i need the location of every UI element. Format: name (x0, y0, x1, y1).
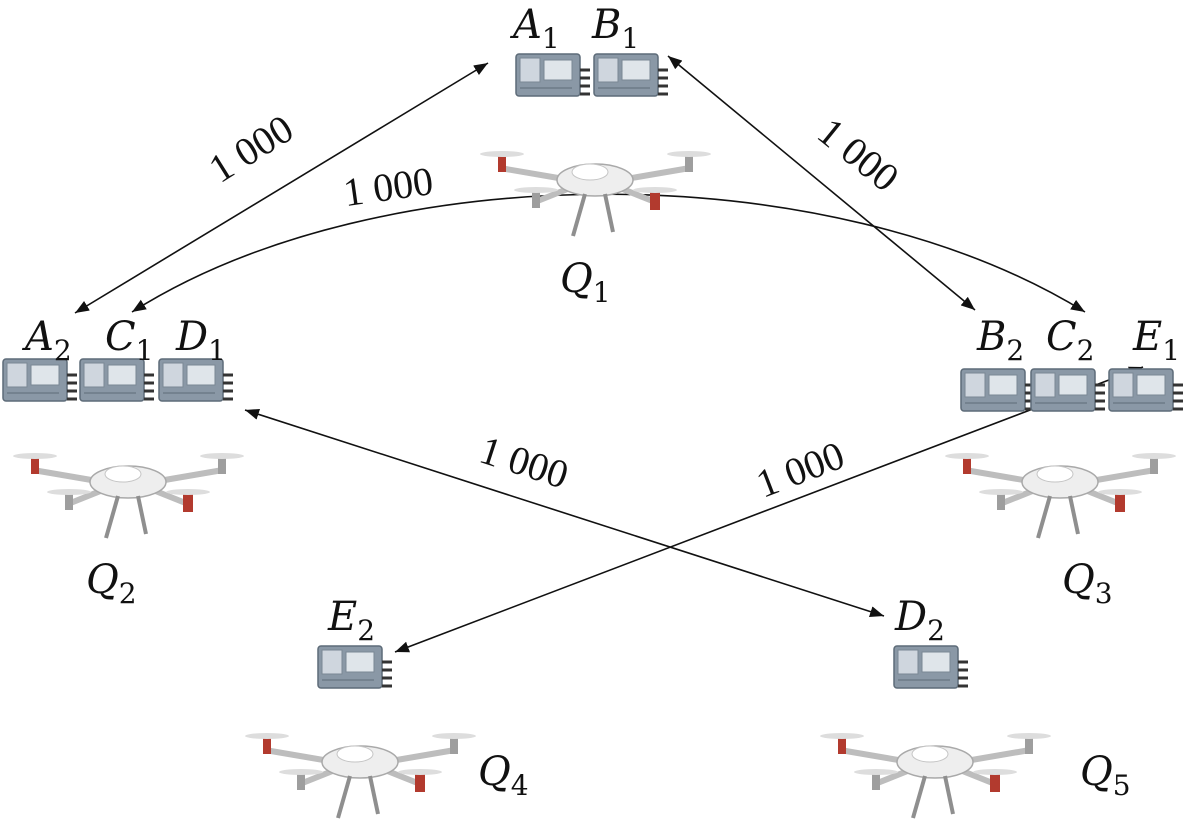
link-b1-b2 (667, 55, 976, 311)
drone-icon (820, 733, 1051, 818)
drone-label-q1: Q1 (560, 256, 611, 309)
bluetooth-module-icon (316, 644, 394, 690)
link-distance-label: 1 000 (809, 109, 907, 201)
link-distance-label: 1 000 (201, 106, 301, 192)
module-label-d2: D2 (894, 594, 945, 647)
drone-icon (245, 733, 476, 818)
link-distance-label: 1 000 (340, 158, 435, 215)
link-a1-a2 (74, 62, 489, 314)
module-label-a1: A1 (509, 2, 560, 55)
module-label-b2: B2 (976, 314, 1024, 367)
module-label-e2: E2 (327, 594, 375, 647)
drone-label-q2: Q2 (86, 557, 137, 610)
link-distance-label: 1 000 (474, 427, 574, 498)
module-label-b1: B1 (591, 2, 639, 55)
drone-label-q3: Q3 (1062, 557, 1113, 610)
bluetooth-module-icon (1107, 367, 1185, 413)
link-distance-label: 1 000 (750, 432, 850, 506)
link-d1-d2 (244, 408, 885, 618)
module-label-c2: C2 (1046, 314, 1094, 367)
module-label-c1: C1 (105, 314, 153, 367)
drone-icon (13, 453, 244, 538)
module-label-e1: E1 (1132, 314, 1180, 367)
module-label-d1: D1 (175, 314, 226, 367)
drone-label-q4: Q4 (478, 749, 529, 802)
bluetooth-module-icon (892, 644, 970, 690)
bluetooth-module-icon (592, 52, 670, 98)
drone-icon (945, 453, 1176, 538)
bluetooth-module-icon (959, 367, 1037, 413)
bluetooth-module-icon (514, 52, 592, 98)
bluetooth-module-icon (1029, 367, 1107, 413)
link-e1-e2 (394, 366, 1144, 653)
drone-label-q5: Q5 (1080, 749, 1131, 802)
drone-icon (480, 151, 711, 236)
module-label-a2: A2 (21, 314, 72, 367)
